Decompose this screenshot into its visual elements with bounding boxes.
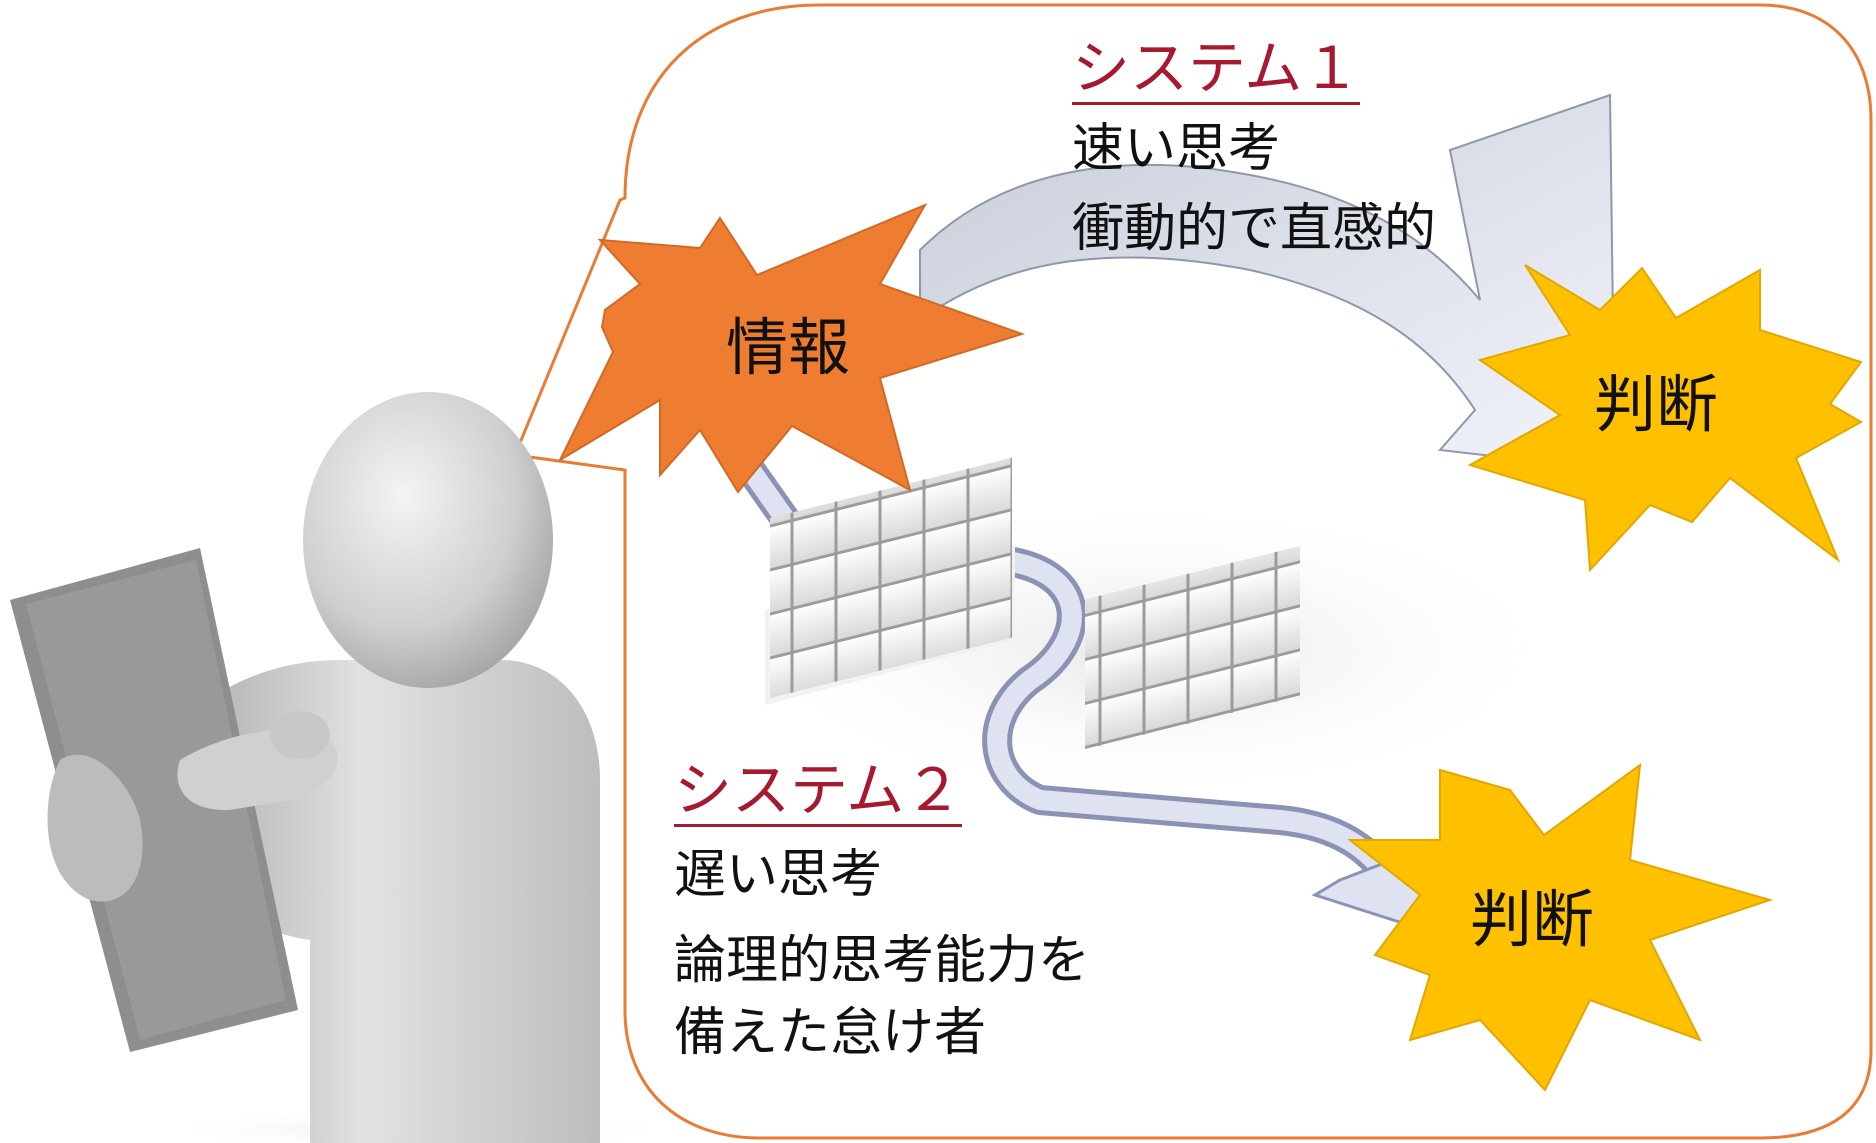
- winding-path-between-block-walls-icon: [730, 447, 1570, 938]
- system1-title: システム１: [1072, 36, 1361, 105]
- system1-desc-line-2: 衝動的で直感的: [1072, 199, 1437, 259]
- curved-arrow-icon: [919, 93, 1617, 472]
- system2-desc-line-3: 備えた怠け者: [674, 1003, 987, 1063]
- judgment-burst-bottom: [1347, 762, 1774, 1092]
- system2-desc-line-2: 論理的思考能力を: [674, 931, 1091, 991]
- judgment-burst-top: [1467, 264, 1864, 573]
- system1-desc-line-1: 速い思考: [1072, 119, 1281, 179]
- system2-desc-line-1: 遅い思考: [674, 845, 883, 905]
- info-burst-label: 情報: [725, 311, 851, 384]
- info-burst: [557, 202, 1026, 494]
- judgment-top-label: 判断: [1593, 368, 1719, 441]
- person-reading-document-icon: [10, 392, 680, 1143]
- judgment-bottom-label: 判断: [1469, 883, 1595, 956]
- system2-title: システム２: [674, 758, 963, 827]
